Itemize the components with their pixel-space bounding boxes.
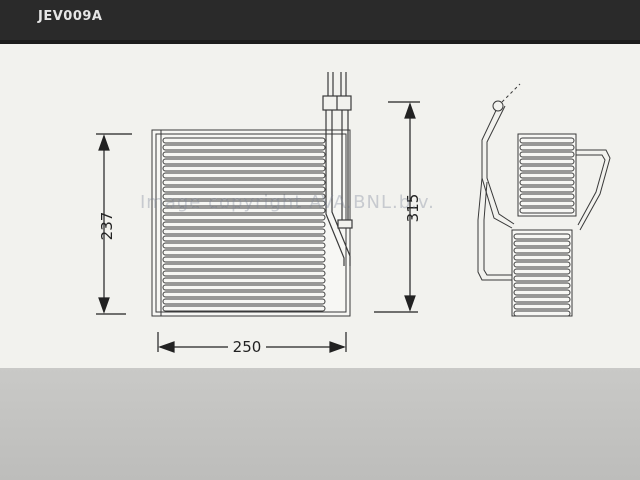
window-title: JEV009A — [38, 9, 103, 24]
side-fin — [513, 310, 571, 317]
core-fin — [162, 172, 326, 179]
side-fin — [519, 179, 575, 186]
core-fin — [162, 277, 326, 284]
evaporator-core — [151, 129, 351, 317]
core-fin — [162, 186, 326, 193]
core-fin — [162, 305, 326, 312]
core-fin — [162, 179, 326, 186]
side-fin — [513, 268, 571, 275]
side-fin — [519, 158, 575, 165]
side-fin — [519, 144, 575, 151]
side-fin — [513, 254, 571, 261]
side-fin — [519, 193, 575, 200]
side-fin — [519, 151, 575, 158]
side-fin — [519, 165, 575, 172]
side-fin — [513, 247, 571, 254]
core-fin — [162, 270, 326, 277]
technical-drawing-panel[interactable]: 237 315 250 — [0, 44, 640, 368]
title-bar: JEV009A — [0, 0, 640, 40]
dimension-left-label: 237 — [98, 212, 116, 241]
dimension-left — [96, 133, 132, 315]
side-fin — [519, 137, 575, 144]
core-fin — [162, 221, 326, 228]
side-fin — [519, 172, 575, 179]
side-fin — [513, 303, 571, 310]
dimension-right-label: 315 — [404, 194, 422, 223]
core-fin — [162, 256, 326, 263]
dimension-bottom-label: 250 — [233, 338, 262, 356]
core-fin — [162, 291, 326, 298]
side-fin — [519, 200, 575, 207]
core-fin — [162, 235, 326, 242]
core-fin — [162, 228, 326, 235]
core-fin — [162, 165, 326, 172]
core-fin — [162, 298, 326, 305]
core-fin — [162, 137, 326, 144]
side-fin — [513, 282, 571, 289]
evaporator-drawing: 237 315 250 — [96, 72, 611, 356]
core-fin — [162, 263, 326, 270]
dimension-right — [374, 101, 420, 313]
side-fin — [513, 275, 571, 282]
core-fin — [162, 242, 326, 249]
core-fin — [162, 214, 326, 221]
core-fin — [162, 200, 326, 207]
core-fin — [162, 144, 326, 151]
core-fin — [162, 193, 326, 200]
side-view — [477, 83, 611, 317]
core-fin — [162, 249, 326, 256]
core-fin — [162, 207, 326, 214]
side-fin — [519, 186, 575, 193]
background-desk — [0, 368, 640, 480]
side-fin — [519, 207, 575, 214]
core-fin — [162, 151, 326, 158]
watermark: Image copyright AVA.BNL.b.v. — [140, 192, 435, 213]
core-fin — [162, 158, 326, 165]
side-fin — [513, 289, 571, 296]
core-fin — [162, 284, 326, 291]
dimension-bottom — [157, 332, 347, 353]
side-fin — [513, 233, 571, 240]
viewer-strip — [0, 40, 640, 46]
side-fin — [513, 261, 571, 268]
pipe-assembly — [322, 72, 353, 266]
side-fin — [513, 296, 571, 303]
side-fin — [513, 240, 571, 247]
